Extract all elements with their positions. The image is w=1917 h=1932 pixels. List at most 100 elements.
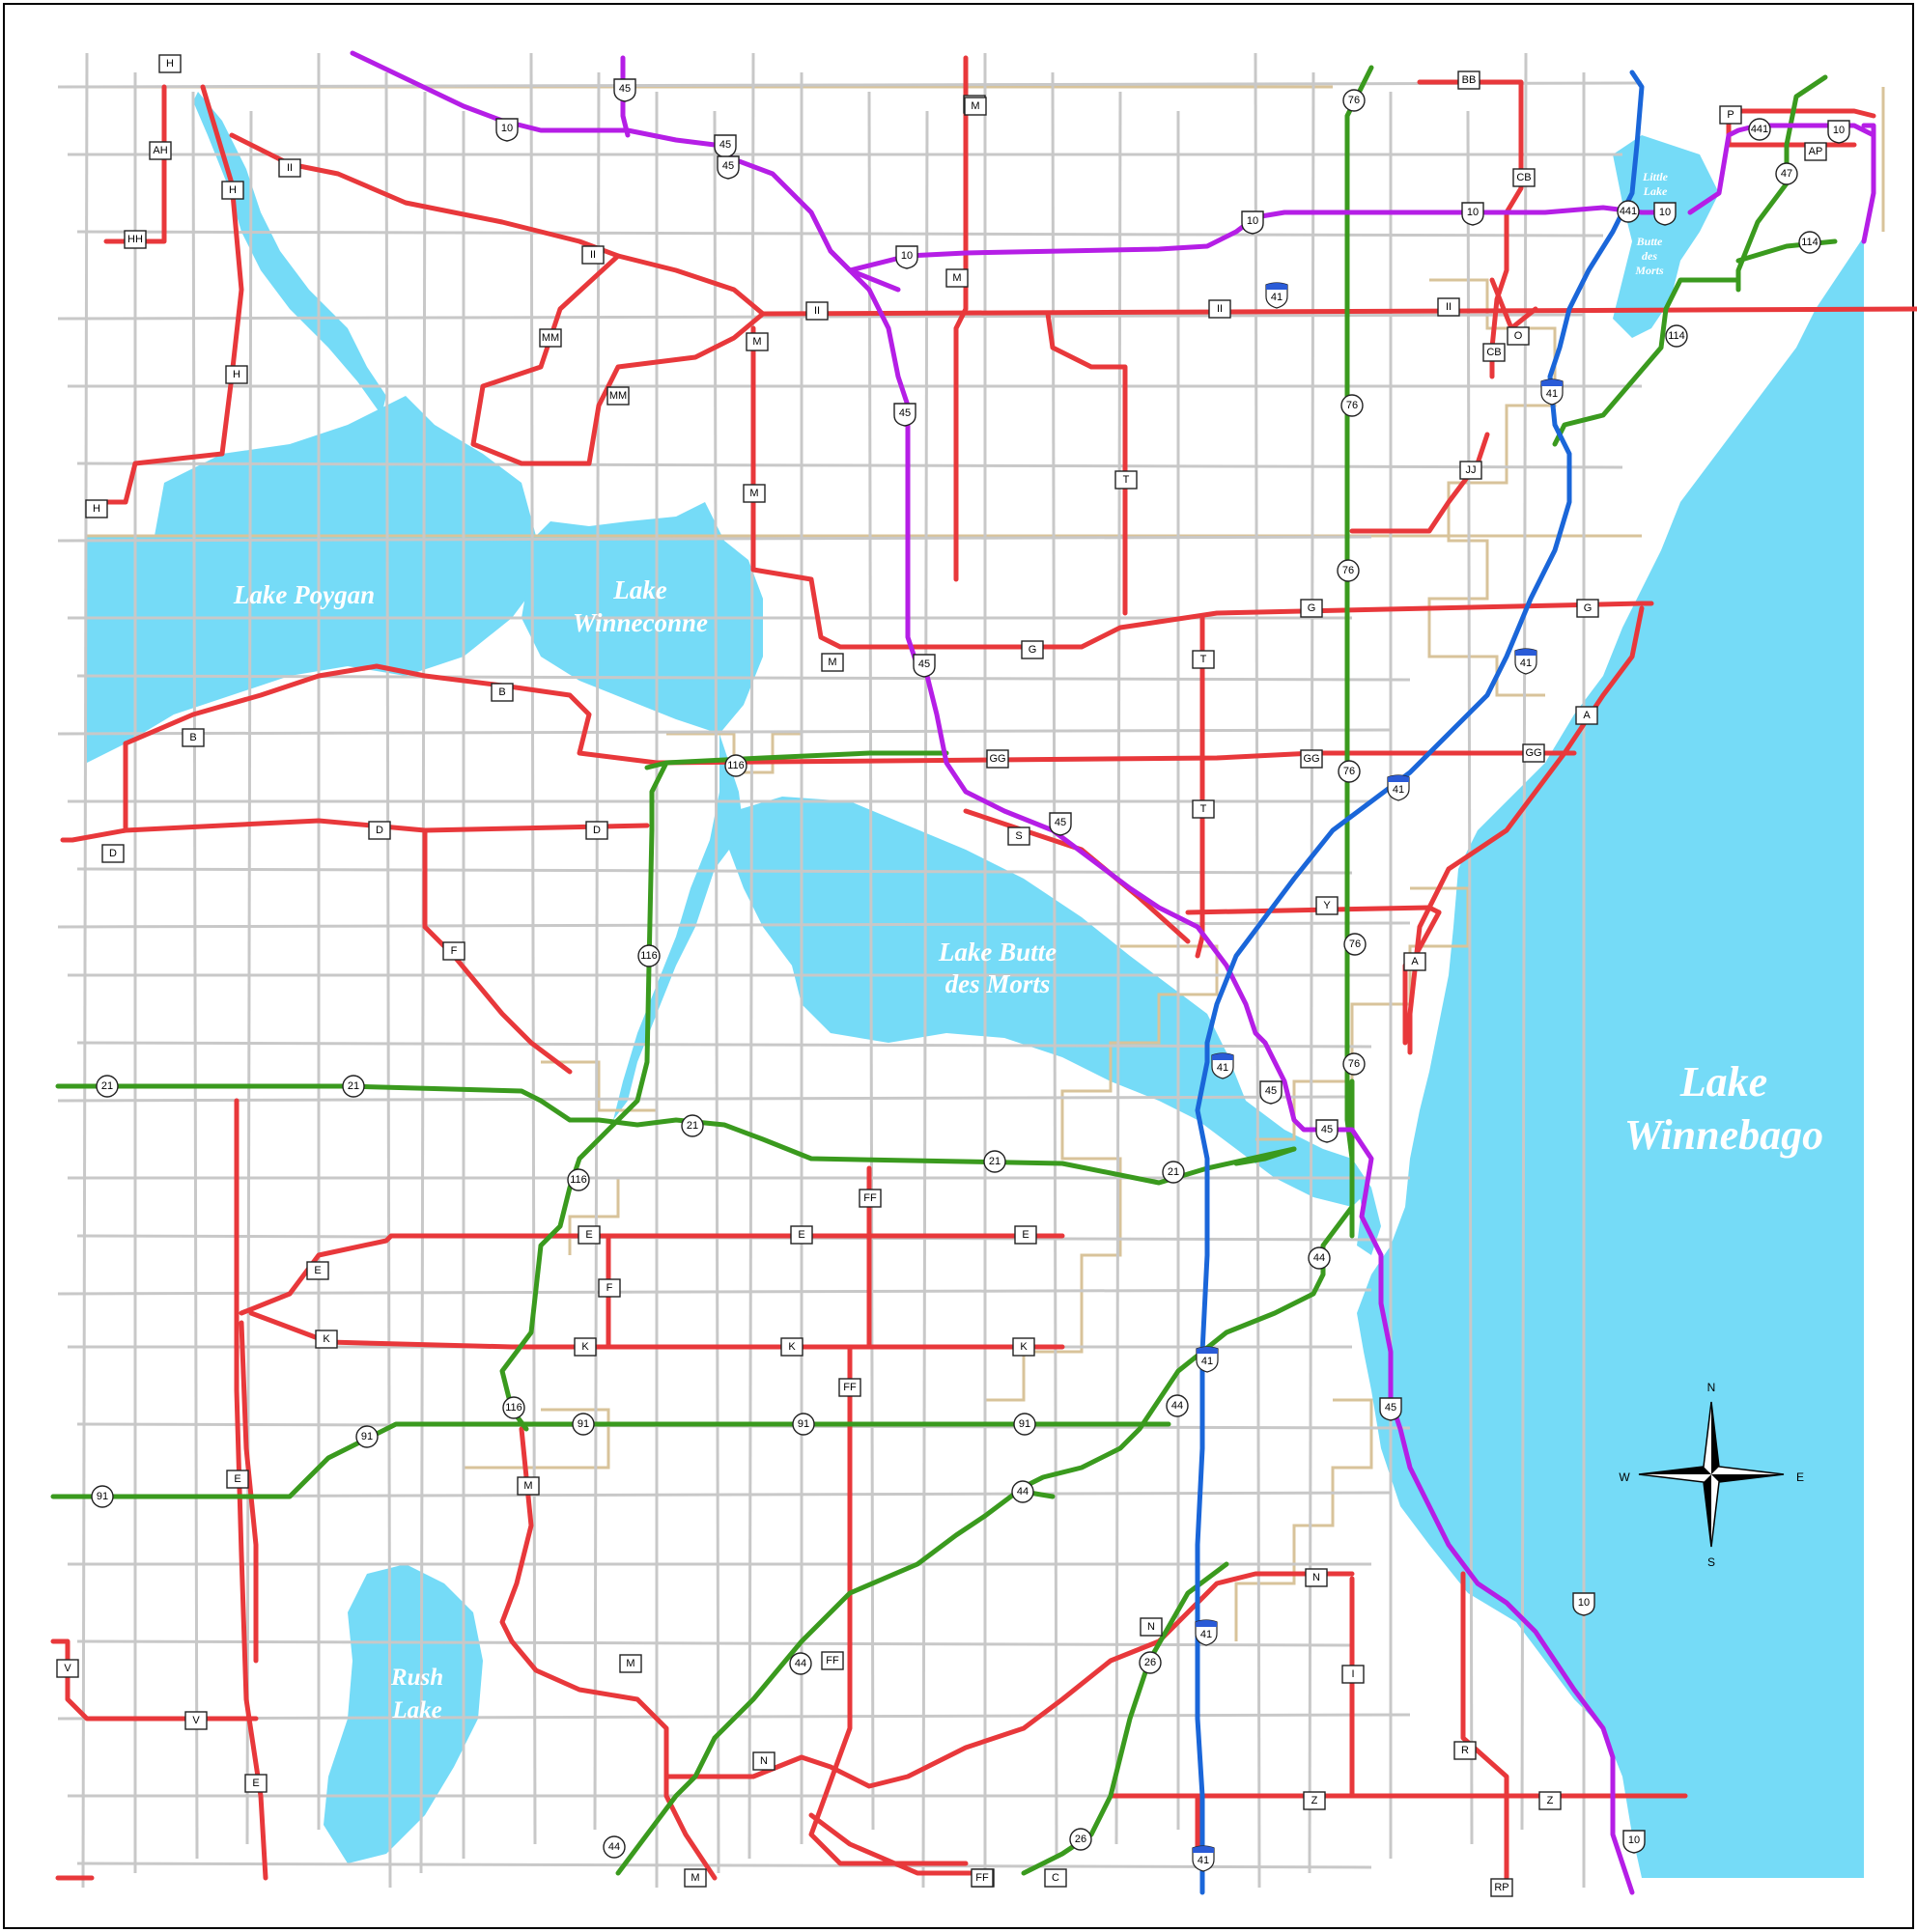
county-road-shield: E: [226, 1470, 249, 1489]
state-highway-shield: 21: [983, 1150, 1006, 1173]
county-road-shield: V: [56, 1659, 79, 1678]
county-road-shield-label: G: [1584, 602, 1593, 614]
interstate-shield: 41: [1387, 774, 1410, 801]
county-road-shield: II: [1208, 299, 1231, 319]
county-road-shield-label: GG: [1525, 747, 1541, 759]
state-highway-shield: 21: [1162, 1161, 1185, 1184]
county-road-shield-label: E: [314, 1265, 321, 1276]
county-road-shield-label: MM: [609, 390, 627, 402]
us-highway-shield: 10: [1622, 1830, 1646, 1854]
compass-east: E: [1796, 1470, 1804, 1484]
county-road-shield: M: [821, 653, 844, 672]
state-highway-shield: 76: [1343, 933, 1367, 956]
us-highway-shield: 10: [895, 245, 918, 269]
county-road-shield-label: Z: [1311, 1795, 1318, 1806]
state-highway-shield-label: 116: [570, 1174, 587, 1186]
interstate-shield-label: 41: [1546, 388, 1558, 400]
us-highway-shield-label: 10: [501, 123, 513, 134]
county-road-shield: D: [585, 821, 608, 840]
state-highway-shield-label: 76: [1342, 565, 1354, 576]
county-road-shield: H: [158, 54, 182, 73]
state-highway-shield-label: 114: [1801, 237, 1818, 248]
compass-north: N: [1707, 1381, 1716, 1394]
county-road-shield: FF: [821, 1651, 844, 1670]
state-highway-shield: 114: [1665, 324, 1688, 348]
state-highway-shield: 44: [789, 1652, 812, 1675]
county-road-shield-label: R: [1461, 1745, 1469, 1756]
local-roads: [57, 52, 1643, 1889]
county-road-shield-label: S: [1015, 830, 1022, 842]
state-highway-shield: 116: [502, 1396, 525, 1419]
county-road-shield-label: K: [788, 1341, 796, 1353]
state-highway-shield-label: 116: [505, 1402, 522, 1414]
county-road-shield: K: [1012, 1337, 1035, 1357]
county-road-shield: GG: [986, 749, 1009, 769]
us-highway-shield-label: 45: [722, 160, 734, 172]
us-highway-shield: 45: [913, 654, 936, 678]
state-highway-shield: 44: [1166, 1394, 1189, 1417]
us-highway-shield-label: 45: [619, 83, 631, 95]
county-road-shield-label: M: [626, 1658, 634, 1669]
state-highway-shield: 116: [637, 944, 661, 967]
state-highway-shield: 91: [1013, 1413, 1036, 1436]
state-highway-shield: 116: [567, 1168, 590, 1191]
county-road-shield-label: E: [798, 1229, 804, 1241]
county-road-shield: G: [1576, 599, 1599, 618]
county-road-shield: F: [598, 1278, 621, 1298]
state-highway-shield: 44: [1011, 1480, 1034, 1503]
state-highway-shield-label: 91: [1019, 1418, 1030, 1430]
county-road-shield: G: [1300, 599, 1323, 618]
state-highway-shield: 116: [724, 754, 747, 777]
us-highway-shield: 45: [893, 403, 916, 427]
county-road-shield-label: E: [252, 1778, 259, 1789]
state-highway-shield: 91: [572, 1413, 595, 1436]
county-road-shield-label: BB: [1462, 74, 1477, 86]
county-road-shield: E: [578, 1225, 601, 1245]
lake-poygan-label: Lake Poygan: [233, 580, 375, 609]
county-road-shield: E: [306, 1261, 329, 1280]
county-road-shield: Z: [1538, 1791, 1562, 1810]
state-highway-shield: 21: [96, 1075, 119, 1098]
county-road-shield-label: H: [229, 184, 237, 196]
state-highway-shield-label: 21: [101, 1080, 113, 1092]
county-road-shield-label: CB: [1516, 172, 1531, 183]
county-road-shield-label: C: [1052, 1872, 1059, 1884]
us-highway-shield: 10: [1572, 1592, 1595, 1616]
lake-poygan-shape: [87, 396, 541, 763]
county-road-shield: I: [1341, 1665, 1365, 1684]
us-highway-shield: 45: [613, 78, 636, 102]
county-road-shield-label: H: [166, 58, 174, 70]
us-highway-shield-label: 45: [1321, 1124, 1333, 1135]
county-road-shield-label: G: [1029, 644, 1037, 656]
county-road-shield: AP: [1804, 142, 1827, 161]
county-road-shield-label: A: [1411, 956, 1419, 967]
county-road-shield: AH: [149, 141, 172, 160]
county-road-shield: E: [790, 1225, 813, 1245]
county-road-shield: II: [278, 158, 301, 178]
little-lake-label-2: Lake: [1643, 184, 1668, 198]
county-road-shield: A: [1403, 952, 1426, 971]
county-road-shield: MM: [606, 386, 630, 406]
lake-labels: Lake Poygan Lake Winneconne Lake Butte d…: [233, 170, 1823, 1723]
county-road-shield: II: [581, 245, 605, 265]
interstate-shield-label: 41: [1198, 1855, 1209, 1866]
county-road-shield: H: [221, 181, 244, 200]
county-road-shield-label: D: [376, 825, 383, 836]
interstate-shield: 41: [1514, 648, 1537, 675]
county-road-shield-label: AH: [153, 145, 167, 156]
interstate-shield: 41: [1195, 1619, 1218, 1646]
interstate-shield: 41: [1265, 282, 1288, 309]
lake-winnebago-label-2: Winnebago: [1624, 1111, 1823, 1159]
county-road-shield-label: O: [1514, 330, 1523, 342]
state-highway-shield-label: 21: [989, 1156, 1001, 1167]
county-road-shield: N: [1305, 1568, 1328, 1587]
state-highway-shield-label: 76: [1349, 938, 1361, 950]
us-highway-shield-label: 10: [901, 250, 913, 262]
water-bodies: [87, 92, 1864, 1878]
county-road-shield-label: A: [1583, 710, 1591, 721]
county-road-shield-label: K: [581, 1341, 589, 1353]
county-road-shield-label: T: [1200, 654, 1207, 665]
county-road-shield-label: F: [606, 1282, 613, 1294]
us-highway-shield-label: 10: [1628, 1834, 1640, 1846]
